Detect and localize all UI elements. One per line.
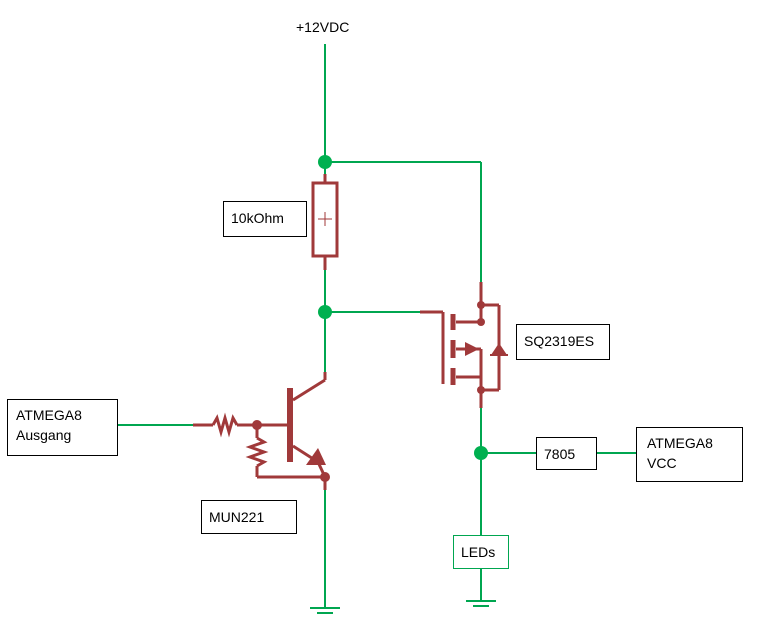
mosfet-source-node — [477, 318, 485, 326]
ground-symbol-leds — [466, 600, 496, 607]
mosfet-symbol — [420, 282, 508, 408]
junction-output — [474, 446, 488, 460]
resistor-label: 10kOhm — [223, 201, 307, 237]
supply-label: +12VDC — [296, 19, 350, 35]
transistor-label: MUN221 — [201, 500, 297, 534]
mosfet-channel-arrow — [465, 342, 479, 356]
mosfet-drain-node-top — [477, 301, 485, 309]
transistor-emitter-arrow — [306, 448, 326, 465]
regulator-label: 7805 — [536, 437, 597, 470]
junction-supply — [318, 155, 332, 169]
input-label: ATMEGA8 Ausgang — [7, 399, 118, 456]
transistor-emitter-node — [320, 472, 330, 482]
wires — [118, 44, 636, 608]
mosfet-drain-node-bottom — [477, 386, 485, 394]
mosfet-body-diode — [491, 343, 507, 355]
transistor-symbol — [193, 372, 327, 490]
mcu-label: ATMEGA8 VCC — [636, 427, 743, 482]
mosfet-label: SQ2319ES — [516, 324, 610, 360]
resistor-symbol — [311, 174, 339, 270]
transistor-base-node — [252, 420, 262, 430]
junction-gate — [318, 305, 332, 319]
leds-label: LEDs — [453, 535, 509, 569]
ground-symbol-transistor — [310, 607, 340, 614]
